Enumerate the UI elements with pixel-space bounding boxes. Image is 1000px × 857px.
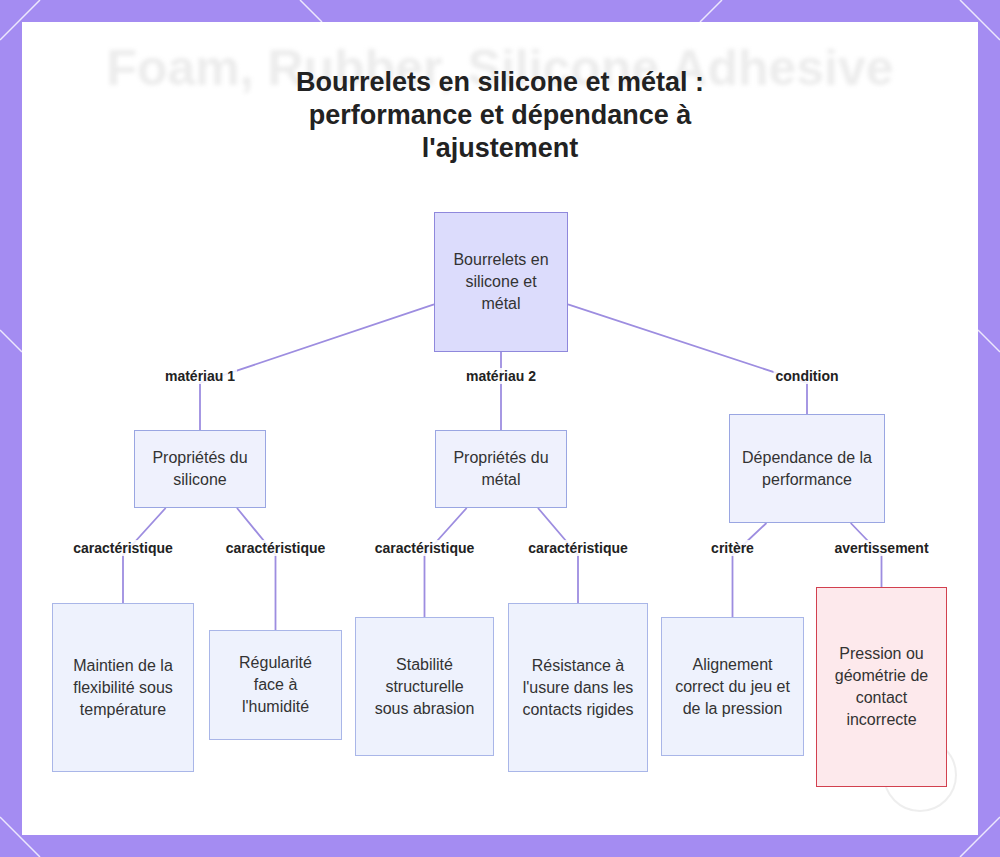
edge-label: caractéristique: [526, 540, 630, 556]
edge-label: condition: [774, 368, 841, 384]
diagram-title: Bourrelets en silicone et métal : perfor…: [255, 66, 745, 165]
node-label: Régularité face à l'humidité: [222, 652, 329, 718]
feature-box: Stabilité structurelle sous abrasion: [355, 617, 494, 756]
edge-label: caractéristique: [373, 540, 477, 556]
connector-line: [733, 523, 767, 617]
node-label: Maintien de la flexibilité sous températ…: [65, 655, 181, 721]
edge-label: matériau 1: [163, 368, 237, 384]
connector-line: [237, 508, 276, 630]
corner-line: [0, 330, 22, 352]
corner-line: [0, 0, 40, 40]
node-label: Propriétés du métal: [448, 447, 554, 491]
corner-line: [700, 0, 722, 22]
corner-line: [960, 0, 1000, 40]
category-box: Propriétés du silicone: [134, 430, 266, 508]
connector-line: [568, 304, 807, 414]
edge-label: critère: [709, 540, 756, 556]
feature-box: Alignement correct du jeu et de la press…: [661, 617, 804, 756]
connector-line: [500, 352, 502, 430]
edge-label: caractéristique: [71, 540, 175, 556]
node-label: Propriétés du silicone: [147, 447, 253, 491]
category-box: Propriétés du métal: [435, 430, 567, 508]
edge-label: avertissement: [832, 540, 930, 556]
edge-label: caractéristique: [224, 540, 328, 556]
category-box: Dépendance de la performance: [729, 414, 885, 523]
feature-box: Régularité face à l'humidité: [209, 630, 342, 740]
feature-box: Résistance à l'usure dans les contacts r…: [508, 603, 648, 772]
feature-box: Maintien de la flexibilité sous températ…: [52, 603, 194, 772]
node-label: Résistance à l'usure dans les contacts r…: [521, 655, 635, 721]
node-label: Bourrelets en silicone et métal: [447, 249, 555, 315]
corner-line: [300, 0, 322, 22]
node-label: Stabilité structurelle sous abrasion: [368, 654, 481, 720]
node-label: Dépendance de la performance: [742, 447, 872, 491]
node-label: Pression ou géométrie de contact incorre…: [829, 643, 934, 731]
corner-line: [0, 817, 40, 857]
root-box: Bourrelets en silicone et métal: [434, 212, 568, 352]
warning-box: Pression ou géométrie de contact incorre…: [816, 587, 947, 787]
node-label: Alignement correct du jeu et de la press…: [674, 654, 791, 720]
connector-line: [425, 508, 467, 617]
edge-label: matériau 2: [464, 368, 538, 384]
corner-line: [978, 330, 1000, 352]
corner-line: [960, 817, 1000, 857]
